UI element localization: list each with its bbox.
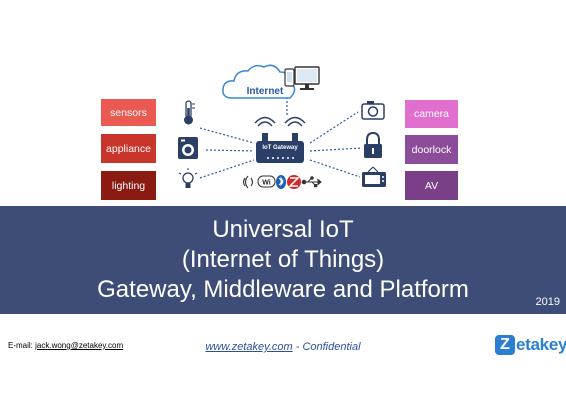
logo-text: etakey: [516, 335, 566, 354]
title-line-3: Gateway, Middleware and Platform: [97, 276, 469, 303]
title-banner: Universal IoT (Internet of Things) Gatew…: [0, 206, 566, 314]
year-label: 2019: [535, 296, 560, 308]
tile-sensors: sensors: [101, 99, 156, 126]
cloud-label: Internet: [246, 86, 284, 97]
svg-text:Wi: Wi: [262, 180, 271, 187]
confidential-text: - Confidential: [292, 341, 361, 353]
tile-appliance: appliance: [101, 134, 156, 163]
bluetooth-icon: [276, 175, 286, 189]
title-line-2: (Internet of Things): [181, 246, 385, 273]
connector-lines: [199, 98, 363, 179]
website-link[interactable]: www.zetakey.com: [205, 341, 293, 353]
tv-icon: [362, 166, 386, 187]
email-link[interactable]: jack.wong@zetakey.com: [35, 341, 124, 350]
title-line-1: Universal IoT: [212, 216, 354, 243]
wifi-icon: Wi: [257, 175, 276, 188]
tile-av: AV: [405, 171, 458, 200]
gateway-label: IoT Gateway: [262, 145, 298, 151]
tile-camera: camera: [405, 100, 458, 128]
usb-icon: [301, 176, 322, 188]
phone-icon: [284, 68, 295, 87]
email-line: E-mail: jack.wong@zetakey.com: [8, 341, 123, 350]
tile-lighting: lighting: [101, 171, 156, 200]
gateway-icon: [254, 116, 306, 163]
iot-diagram: Wi: [178, 64, 386, 189]
camera-icon: [361, 101, 385, 120]
monitor-icon: [294, 66, 320, 90]
sound-wave-icon: [242, 175, 254, 189]
light-bulb-icon: [178, 168, 198, 188]
zetakey-logo: Z etakey: [495, 332, 566, 358]
email-prefix: E-mail:: [8, 341, 36, 350]
logo-mark: Z: [495, 335, 515, 355]
washing-machine-icon: [178, 137, 198, 159]
zigbee-icon: [287, 175, 301, 189]
lock-icon: [364, 131, 382, 158]
confidential-line: www.zetakey.com - Confidential: [0, 341, 566, 353]
thermometer-icon: [184, 100, 195, 125]
tile-doorlock: doorlock: [405, 135, 458, 164]
